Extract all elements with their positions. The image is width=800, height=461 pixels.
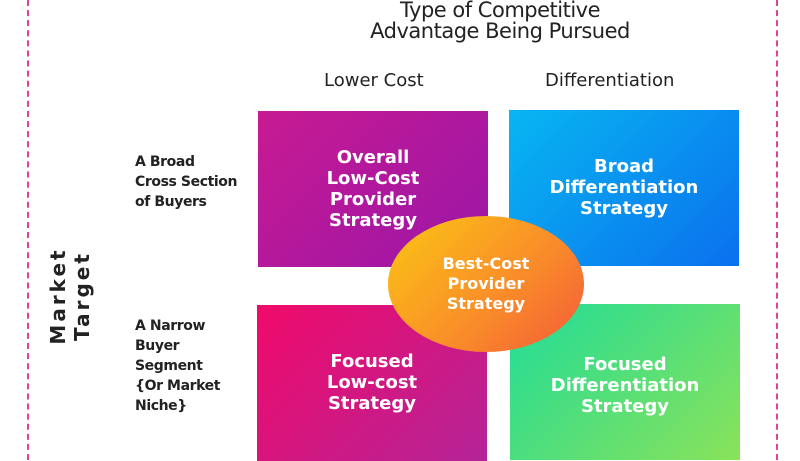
center-line: Provider <box>447 274 525 293</box>
quadrant-line: Focused <box>583 354 667 375</box>
quadrant-line: Focused <box>330 351 414 372</box>
market-target-label: Market Target <box>46 247 94 345</box>
row-narrow: A Narrow Buyer Segment {Or Market Niche} <box>135 316 220 416</box>
row-line: Buyer <box>135 338 180 354</box>
row-line: of Buyers <box>135 194 207 210</box>
column-lower-cost: Lower Cost <box>324 70 424 91</box>
row-broad: A Broad Cross Section of Buyers <box>135 152 237 212</box>
quadrant-line: Strategy <box>580 396 670 417</box>
quadrant-line: Differentiation <box>549 177 699 198</box>
left-border <box>27 0 29 460</box>
row-line: A Broad <box>135 154 195 170</box>
row-line: Niche} <box>135 398 187 414</box>
quadrant-line: Low-Cost <box>326 168 420 189</box>
quadrant-line: Low-cost <box>326 372 418 393</box>
column-differentiation: Differentiation <box>545 70 675 91</box>
quadrant-line: Overall <box>336 147 410 168</box>
quadrant-line: Broad <box>594 156 654 177</box>
right-border <box>776 0 778 460</box>
row-line: {Or Market <box>135 378 221 394</box>
row-line: Cross Section <box>135 174 238 190</box>
quadrant-line: Provider <box>329 189 417 210</box>
quadrant-line: Strategy <box>328 210 418 231</box>
quadrant-line: Strategy <box>327 393 416 414</box>
quadrant-line: Strategy <box>579 198 669 219</box>
row-line: Segment <box>135 358 203 374</box>
title-line: Advantage Being Pursued <box>370 19 630 43</box>
quadrant-line: Differentiation <box>550 375 700 396</box>
diagram-title: Type of Competitive Advantage Being Purs… <box>330 0 670 42</box>
title-line: Type of Competitive <box>399 0 601 22</box>
center-line: Best-Cost <box>442 254 530 273</box>
row-line: A Narrow <box>135 318 206 334</box>
center-line: Strategy <box>446 294 526 313</box>
